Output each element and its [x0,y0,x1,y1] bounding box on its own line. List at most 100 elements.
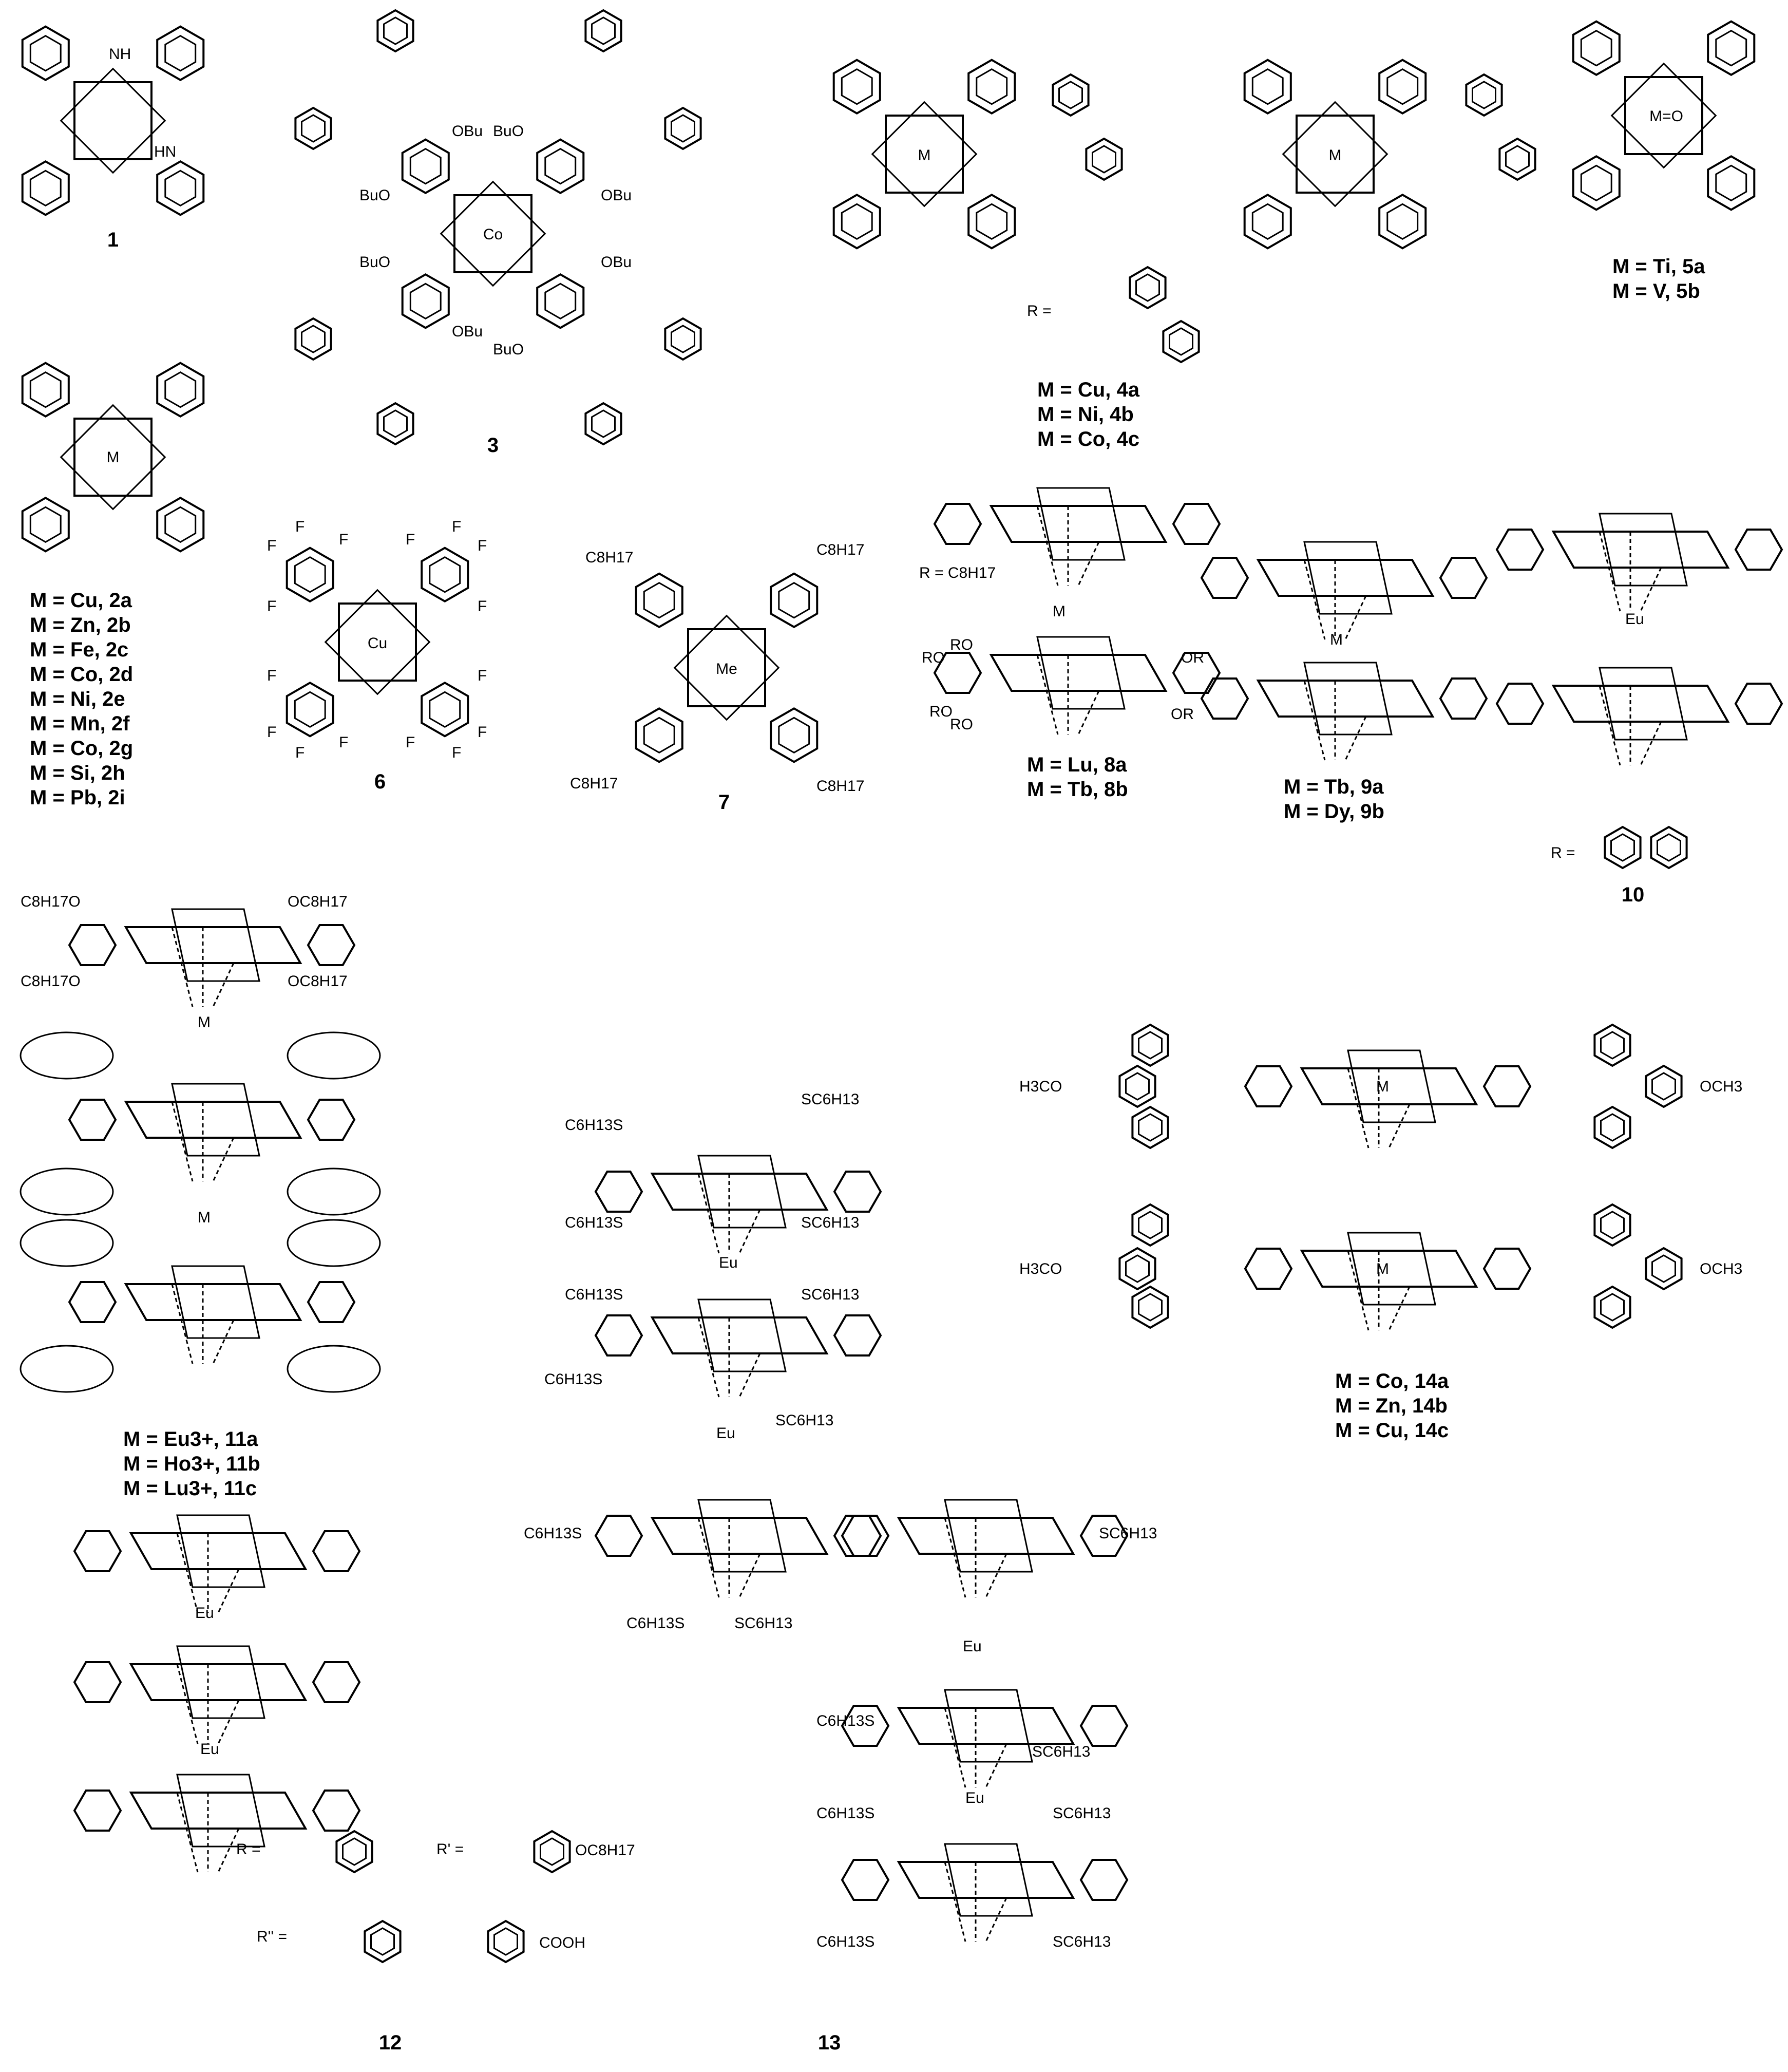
substituent-c6h13s: C6H13S [524,1525,582,1542]
atom-f: F [339,531,348,548]
benzene-ring [1162,319,1200,364]
substituent-r-dprime-label: R'' = [257,1928,287,1945]
atom-f: F [339,734,348,751]
atom-m: M [1053,603,1066,620]
benzene-ring [1129,266,1167,310]
macrocycle-skeleton-flat [73,1514,361,1613]
benzene-ring [335,1830,373,1874]
substituent-ro: RO [950,716,973,733]
substituent-c6h13s: C6H13S [565,1117,623,1134]
substituent-h3co: H3CO [1019,1078,1062,1095]
atom-f: F [267,667,276,684]
compound-5-structure: M=O M = Ti, 5a M = V, 5b [1572,20,1756,303]
benzene-ring [584,9,622,53]
compound-6-id: 6 [374,770,386,793]
benzene-ring [1604,825,1642,870]
caption-line: M = Zn, 2b [30,614,131,636]
substituent-r-label: R = [1551,844,1575,861]
macrocycle-skeleton [635,572,819,763]
compound-7-structure: Me C8H17 C8H17 C8H17 C8H17 7 [570,541,864,814]
atom-eu: Eu [963,1638,982,1655]
substituent-c8h17: C8H17 [816,541,864,558]
macrocycle-skeleton-flat [68,1265,356,1364]
substituent-obu: OBu [452,323,483,340]
substituent-c6h13s: C6H13S [565,1214,623,1231]
caption-line: M = Co, 2g [30,737,133,760]
benzene-ring [1131,1285,1169,1329]
substituent-oc8h17: OC8H17 [575,1842,635,1859]
caption-line: M = Cu, 2a [30,589,132,612]
macrocycle-skeleton-flat [594,1298,882,1398]
benzene-ring [1118,1247,1156,1291]
macrocycle-skeleton-flat [73,1645,361,1744]
caption-line: M = Ni, 2e [30,688,125,710]
macrocycle-skeleton-flat [841,1499,1129,1598]
benzene-ring [1498,137,1536,181]
compound-10-id: 10 [1622,883,1645,906]
macrocycle-skeleton-flat [68,1083,356,1182]
compound-2-caption: M = Cu, 2a M = Zn, 2b M = Fe, 2c M = Co,… [30,589,133,809]
atom-f: F [267,724,276,741]
fluorine-labels: F F F F F F F F F F F F F F F F [267,518,487,761]
substituent-sc6h13: SC6H13 [1099,1525,1157,1542]
substituent-oc8h17: OC8H17 [288,973,348,990]
macrocycle-skeleton [832,59,1016,250]
substituent-c8h17: C8H17 [585,549,633,566]
benzene-ring [1465,73,1503,117]
atom-f: F [267,598,276,615]
macrocycle-skeleton-flat [1495,513,1783,612]
benzene-ring [1593,1285,1631,1329]
atom-eu: Eu [965,1790,984,1806]
atom-co: Co [483,226,503,243]
substituent-ro: RO [922,649,945,666]
benzene-ring [1593,1023,1631,1067]
caption-line: M = Lu3+, 11c [123,1477,257,1500]
compound-6-structure: Cu F F F F F F F F F F F F F F F F 6 [267,518,487,793]
compound-4-structure: M M R = M = Cu, 4a M = Ni, 4b M = Co, 4c [832,59,1536,450]
caption-line: M = Mn, 2f [30,712,130,735]
macrocycle-skeleton-flat [841,1689,1129,1788]
compound-3-id: 3 [487,434,499,457]
atom-m: M [198,1014,211,1031]
substituent-cooh: COOH [539,1934,585,1951]
atom-eu: Eu [716,1425,735,1442]
benzene-ring [584,402,622,446]
substituent-r-prime-label: R' = [436,1841,464,1858]
substituent-buo: BuO [493,123,524,140]
substituent-c6h13s: C6H13S [565,1286,623,1303]
benzene-ring [1131,1023,1169,1067]
atom-hn: HN [154,143,176,160]
caption-line: M = Zn, 14b [1335,1395,1448,1417]
atom-m: M [1376,1260,1389,1277]
benzene-ring [1645,1064,1683,1108]
atom-cu: Cu [368,635,387,652]
caption-line: M = Ti, 5a [1612,255,1705,278]
crown-ether-rings [20,1031,381,1393]
substituent-sc6h13: SC6H13 [1032,1743,1090,1760]
macrocycle-skeleton-flat [1244,1232,1532,1331]
substituent-buo: BuO [359,187,390,204]
substituent-ro: RO [950,636,973,653]
substituent-sc6h13: SC6H13 [1053,1933,1111,1950]
caption-line: M = V, 5b [1612,280,1700,303]
atom-m: M [1330,631,1343,648]
substituent-c6h13s: C6H13S [816,1805,874,1822]
atom-eu: Eu [195,1605,214,1622]
compound-3-structure: Co OBu BuO BuO OBu BuO OBu OBu BuO 3 [294,9,702,457]
macrocycle-skeleton-flat [594,1155,882,1254]
atom-me: Me [716,661,737,677]
compound-13-structure: Eu Eu Eu Eu C6H13S SC6H13 C6H13S SC6H13 … [524,1091,1157,2054]
atom-m: M [918,147,931,164]
substituent-c8h17: C8H17 [816,778,864,795]
substituent-obu: OBu [452,123,483,140]
substituent-obu: OBu [601,254,632,271]
substituent-sc6h13: SC6H13 [1053,1805,1111,1822]
benzene-ring [376,9,414,53]
atom-f: F [478,537,487,554]
benzene-ring [533,1830,571,1874]
caption-line: M = Eu3+, 11a [123,1428,258,1451]
benzene-ring [364,1919,402,1964]
atom-f: F [478,724,487,741]
substituent-sc6h13: SC6H13 [801,1091,859,1108]
